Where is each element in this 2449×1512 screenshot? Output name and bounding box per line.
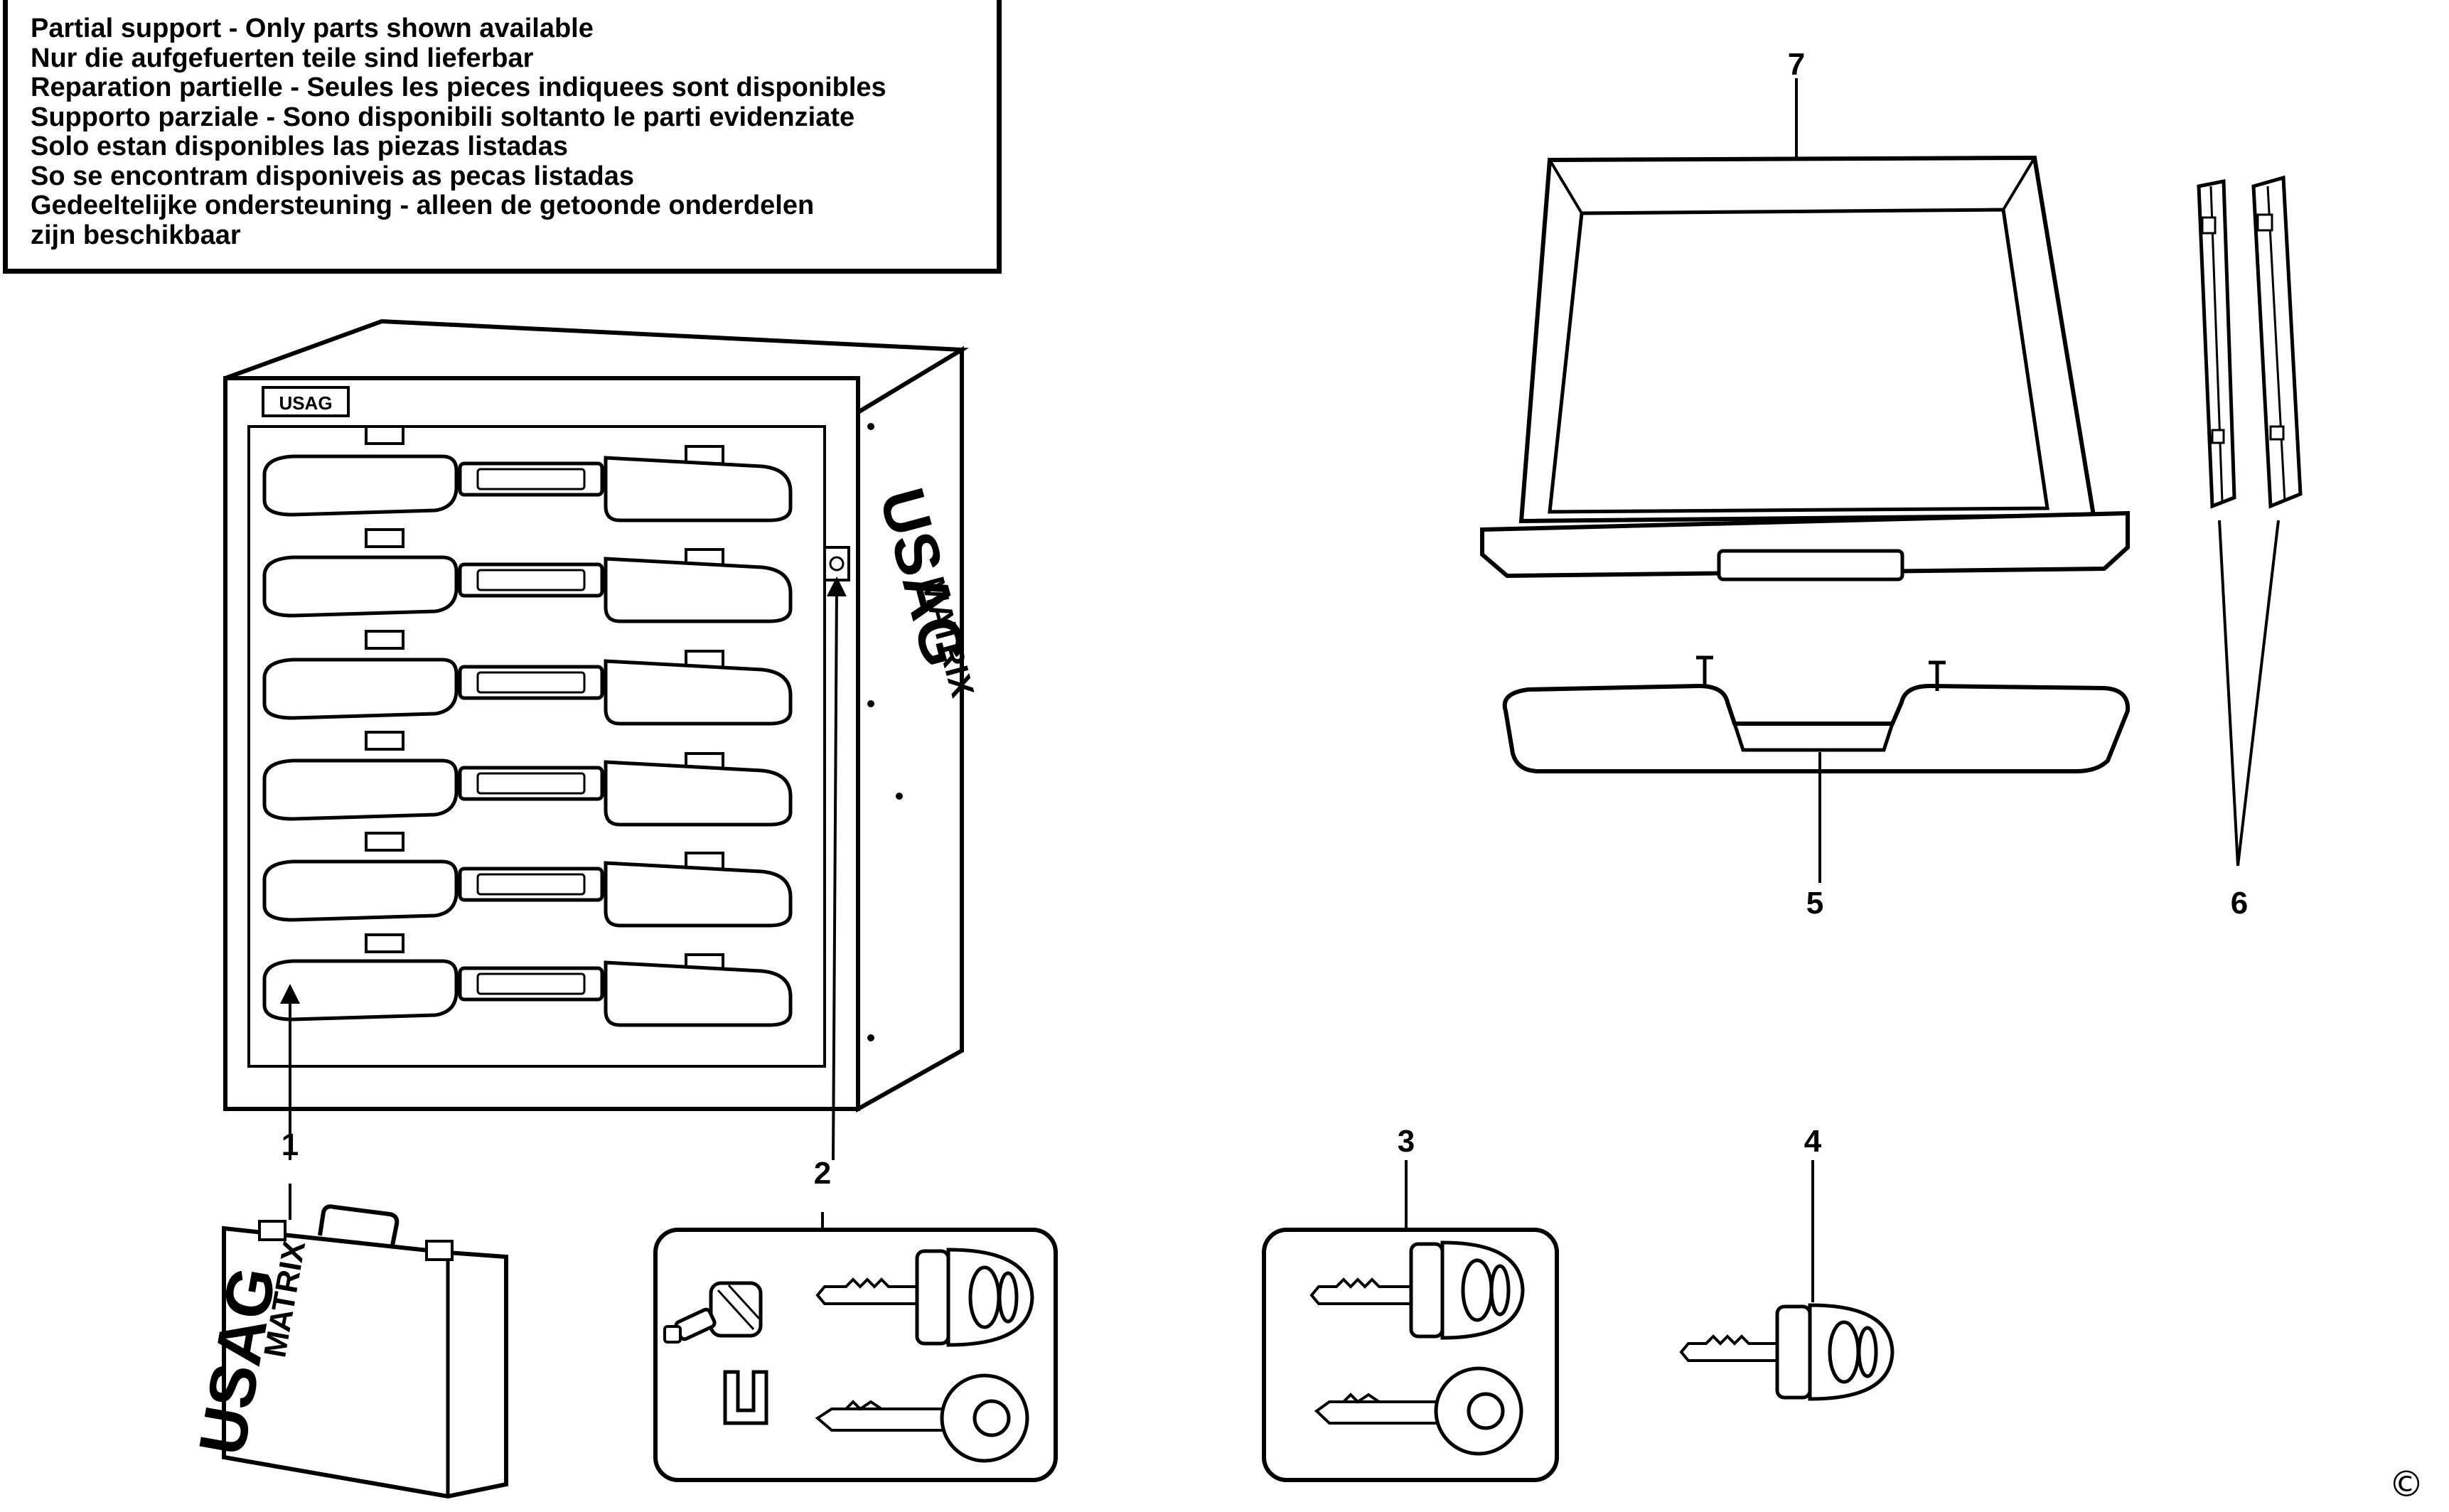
key-molded-head: [1309, 1240, 1525, 1340]
cabinet-drawer-1: [264, 425, 791, 520]
callout-2: 2: [814, 1156, 831, 1191]
cabinet-drawer-3: [264, 630, 791, 724]
cabinet-drawer-2: [264, 528, 791, 621]
part-5-drawer-handle: [1502, 655, 2131, 773]
callout-6: 6: [2231, 886, 2248, 921]
callout-5: 5: [1806, 886, 1823, 921]
part-1-carry-case: USAG MATRIX: [186, 1204, 508, 1499]
notice-line-nl-2: zijn beschikbaar: [31, 220, 241, 250]
leader-lines: [280, 78, 2280, 1302]
partial-support-notice: Partial support - Only parts shown avail…: [3, 0, 1002, 274]
callout-7: 7: [1788, 47, 1805, 82]
leader-6b: [2236, 520, 2280, 867]
cabinet-logo-text: USAG: [279, 392, 332, 414]
leader-6a: [2218, 520, 2239, 867]
key-molded-head: [815, 1248, 1034, 1347]
lock-cylinder: [663, 1281, 763, 1344]
notice-line-es: Solo estan disponibles las piezas listad…: [31, 132, 569, 161]
notice-line-de: Nur die aufgefuerten teile sind lieferba…: [31, 43, 534, 73]
part-2-lock-kit: [653, 1228, 1058, 1482]
notice-line-en: Partial support - Only parts shown avail…: [31, 14, 594, 43]
notice-line-fr: Reparation partielle - Seules les pieces…: [31, 73, 886, 102]
copyright-mark: ©: [2389, 1464, 2424, 1505]
drawer-cabinet: USAG USAG MATRIX: [223, 318, 982, 1113]
part-4-single-key: [1679, 1303, 1895, 1401]
callout-1: 1: [282, 1127, 299, 1162]
callout-3: 3: [1398, 1124, 1415, 1159]
callout-4: 4: [1804, 1124, 1822, 1159]
notice-line-pt: So se encontram disponiveis as pecas lis…: [31, 161, 635, 191]
leader-2-cabinet: [826, 577, 847, 1161]
part-6-runner-pair: [2197, 175, 2303, 509]
key-round-head: [1314, 1366, 1523, 1456]
cabinet-drawer-4: [264, 731, 791, 825]
part-3-key-pair: [1262, 1228, 1559, 1482]
lock-clip: [723, 1370, 768, 1425]
cabinet-drawer-5: [264, 832, 791, 926]
notice-line-it: Supporto parziale - Sono disponibili sol…: [31, 102, 855, 132]
cabinet-drawer-6: [264, 933, 791, 1025]
usag-matrix-logo: [262, 386, 350, 417]
part-7-drawer: [1480, 155, 2130, 581]
key-round-head: [815, 1373, 1029, 1463]
notice-line-nl-1: Gedeeltelijke ondersteuning - alleen de …: [31, 191, 815, 220]
